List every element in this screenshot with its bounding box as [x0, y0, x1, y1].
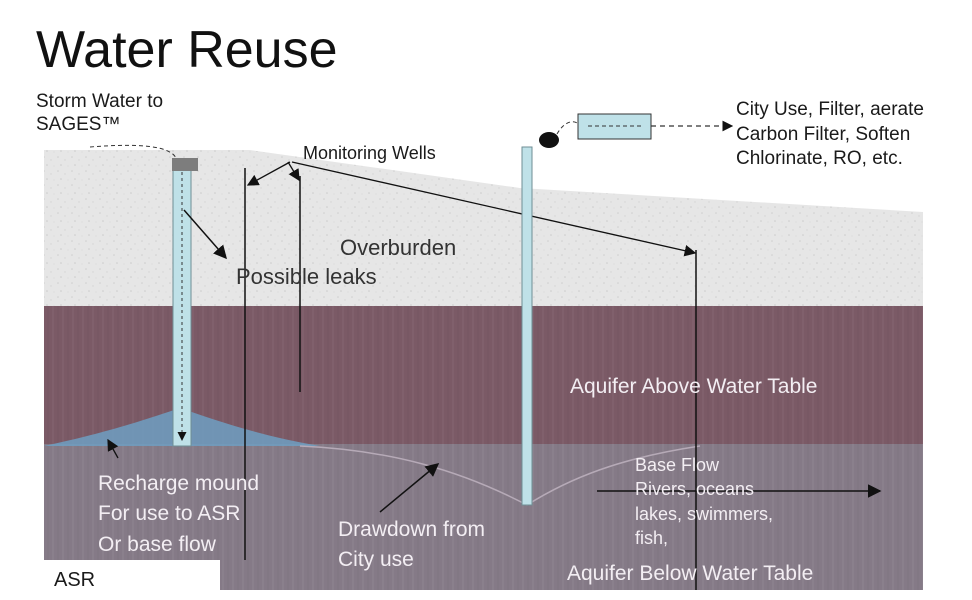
- page-title: Water Reuse: [36, 21, 338, 79]
- city-supply-well: [521, 146, 533, 506]
- recharge-mound-label: Recharge mound For use to ASR Or base fl…: [98, 472, 260, 556]
- aquifer-above-label: Aquifer Above Water Table: [570, 375, 818, 398]
- monitoring-wells-label: Monitoring Wells: [303, 143, 436, 163]
- storm-water-inflow: [89, 144, 177, 159]
- sages-well-cap: [172, 158, 198, 171]
- possible-leaks-label: Possible leaks: [236, 264, 377, 289]
- drawdown-label: Drawdown from City use: [338, 518, 486, 571]
- asr-label: ASR: [54, 569, 96, 591]
- city-use-label: City Use, Filter, aerate Carbon Filter, …: [736, 99, 924, 170]
- overburden-layer: [44, 150, 923, 308]
- aquifer-below-label: Aquifer Below Water Table: [567, 562, 814, 585]
- base-flow-label: Base Flow Rivers, oceans lakes, swimmers…: [635, 455, 774, 548]
- city-well-pump: [539, 132, 559, 148]
- overburden-label: Overburden: [340, 235, 457, 260]
- storm-water-label: Storm Water to SAGES™: [36, 91, 164, 136]
